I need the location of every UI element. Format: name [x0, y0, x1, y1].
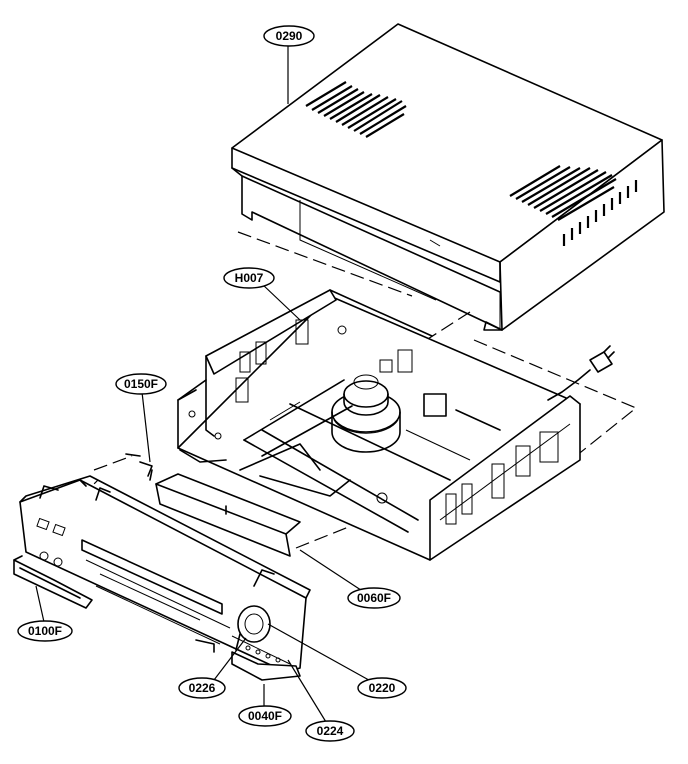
- jog-knob: [235, 605, 271, 651]
- head-drum: [331, 374, 401, 453]
- callout-0224: 0224: [305, 720, 355, 742]
- callout-0220: 0220: [357, 677, 407, 699]
- callout-label: 0040F: [248, 709, 282, 723]
- top-vents-rear: [305, 81, 407, 138]
- top-vents-front: [509, 165, 617, 221]
- callout-label: 0226: [189, 681, 216, 695]
- callout-0060F: 0060F: [347, 587, 401, 609]
- callout-0100F: 0100F: [17, 620, 73, 642]
- top-cover: [231, 23, 665, 331]
- leader-lines: [35, 44, 377, 723]
- bottom-foot: [231, 651, 301, 681]
- callout-H007: H007: [223, 267, 275, 289]
- power-cord: [547, 345, 615, 401]
- callout-label: 0060F: [357, 591, 391, 605]
- callout-0040F: 0040F: [238, 705, 292, 727]
- chassis: [177, 289, 615, 561]
- callout-0226: 0226: [178, 677, 226, 699]
- callout-label: 0100F: [28, 624, 62, 638]
- callout-label: 0220: [369, 681, 396, 695]
- callout-0290: 0290: [263, 25, 315, 47]
- callout-label: 0224: [317, 724, 344, 738]
- front-bracket: [125, 453, 301, 557]
- front-panel: [19, 475, 311, 673]
- side-vents: [562, 180, 638, 246]
- door-flap: [13, 555, 93, 609]
- callout-label: H007: [235, 271, 264, 285]
- callout-0150F: 0150F: [115, 373, 167, 395]
- callout-label: 0150F: [124, 377, 158, 391]
- callout-label: 0290: [276, 29, 303, 43]
